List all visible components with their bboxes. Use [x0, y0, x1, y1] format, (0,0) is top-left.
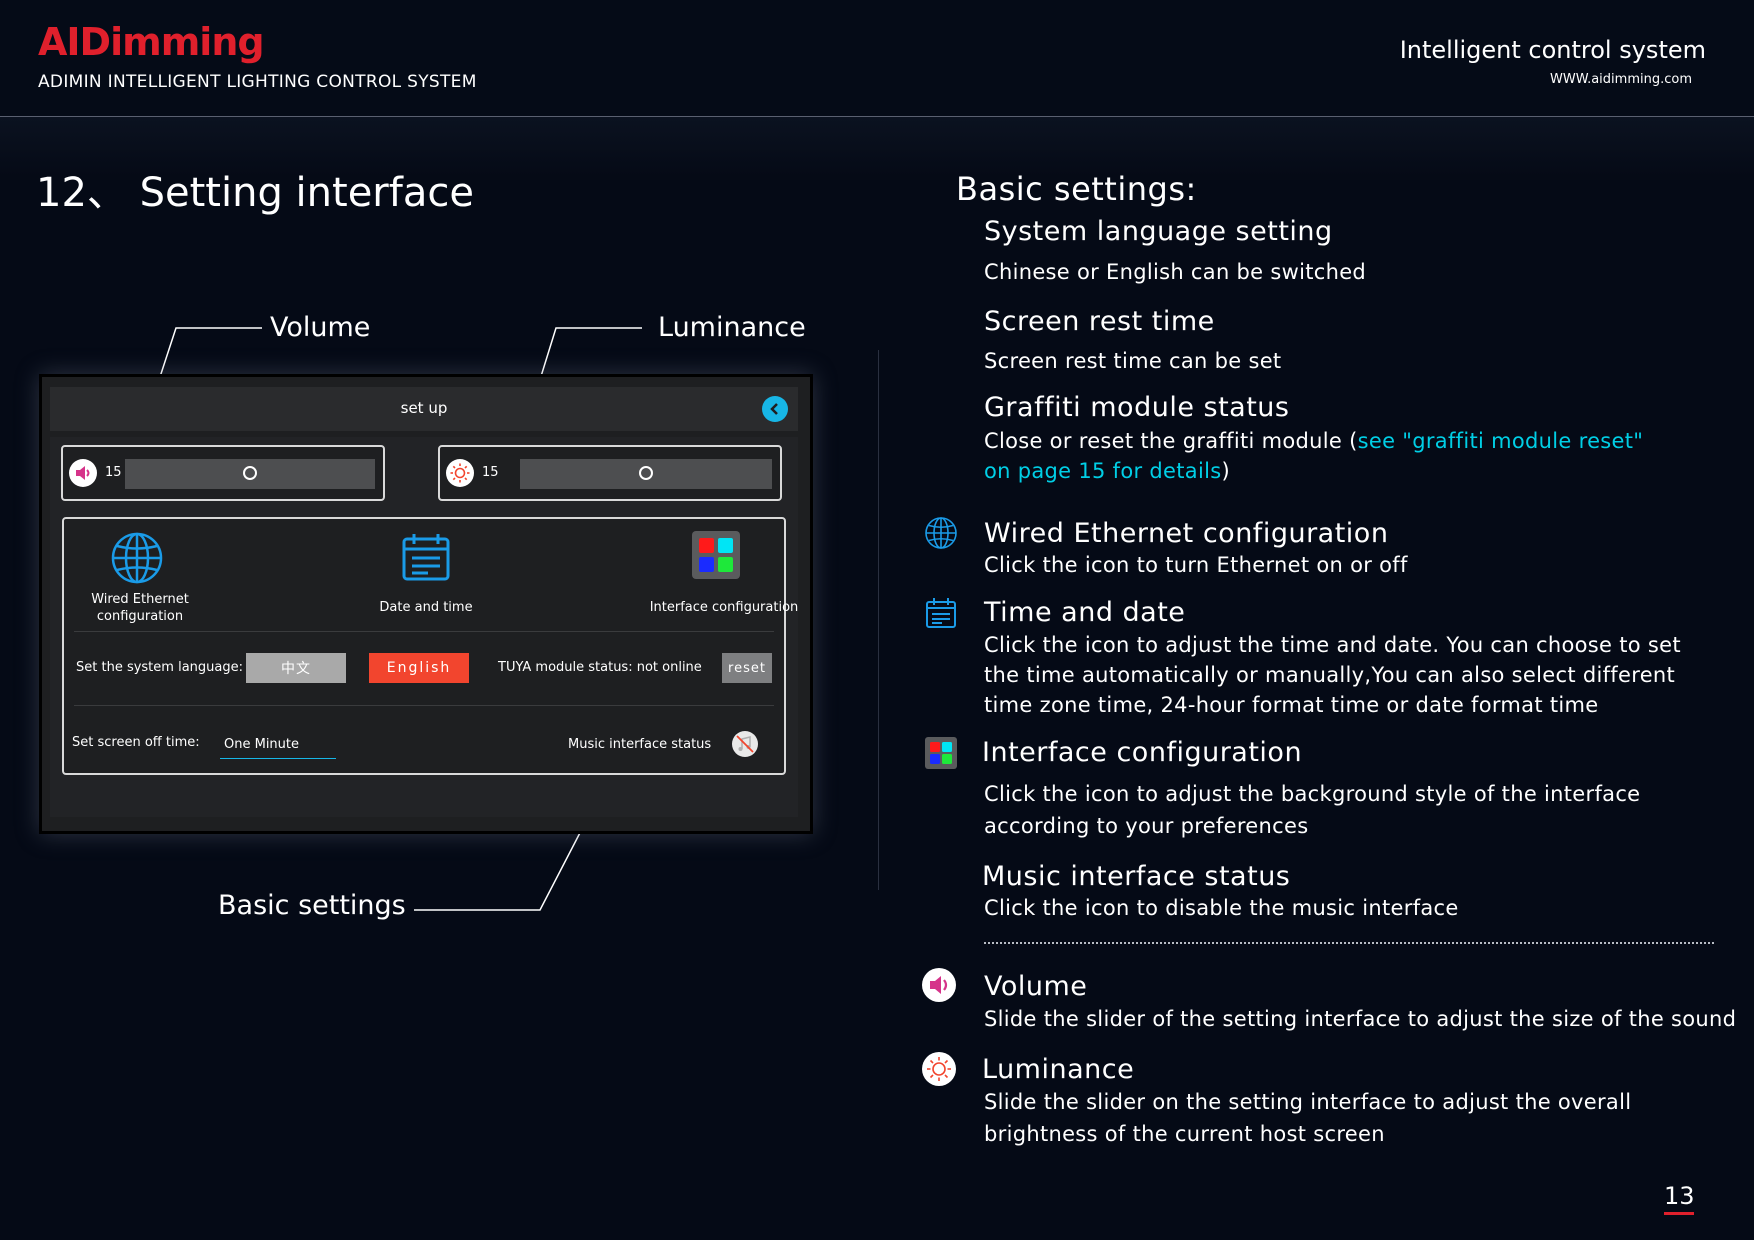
music-status-label: Music interface status — [568, 737, 712, 752]
tuya-status: TUYA module status: not online — [498, 660, 702, 675]
language-setting-desc: Chinese or English can be switched — [984, 260, 1367, 284]
chinese-button[interactable]: 中文 — [246, 653, 346, 683]
reset-button[interactable]: reset — [722, 653, 772, 683]
luminance-desc-line2: brightness of the current host screen — [984, 1122, 1385, 1146]
divider — [74, 705, 774, 706]
sun-icon — [446, 459, 474, 487]
language-label: Set the system language: — [76, 660, 243, 675]
time-date-desc-line3: time zone time, 24-hour format time or d… — [984, 693, 1599, 717]
time-date-desc-line1: Click the icon to adjust the time and da… — [984, 633, 1681, 657]
graffiti-reset-link-2[interactable]: on page 15 for details — [984, 459, 1222, 483]
color-grid-icon — [699, 538, 733, 572]
graffiti-desc: Close or reset the graffiti module (see … — [984, 426, 1684, 486]
interface-config-desc: Click the icon to adjust the background … — [984, 778, 1640, 842]
graffiti-title: Graffiti module status — [984, 392, 1290, 423]
luminance-title: Luminance — [982, 1054, 1135, 1085]
globe-icon — [925, 517, 957, 549]
luminance-desc-line1: Slide the slider on the setting interfac… — [984, 1090, 1632, 1114]
time-date-desc-line2: the time automatically or manually,You c… — [984, 663, 1676, 687]
header-right-title: Intelligent control system — [1399, 36, 1706, 64]
ethernet-config-title: Wired Ethernet configuration — [984, 518, 1389, 549]
interface-tile[interactable] — [692, 531, 740, 579]
basic-settings-panel: Wired Ethernet configuration Date and ti… — [62, 517, 798, 775]
time-date-desc: Click the icon to adjust the time and da… — [984, 630, 1681, 720]
device-title-bar: set up — [50, 387, 798, 431]
brand-subtitle: ADIMIN INTELLIGENT LIGHTING CONTROL SYST… — [38, 72, 477, 92]
luminance-slider[interactable]: 15 — [438, 445, 782, 501]
header-glow — [0, 117, 1754, 177]
callout-basic-settings: Basic settings — [218, 890, 406, 921]
back-arrow-icon — [770, 403, 778, 415]
screen-off-select[interactable]: One Minute — [220, 737, 336, 759]
graffiti-desc-close: ) — [1221, 459, 1230, 483]
interface-config-desc-line1: Click the icon to adjust the background … — [984, 782, 1641, 806]
basic-settings-title: Basic settings: — [956, 170, 1197, 208]
column-divider — [878, 350, 879, 890]
time-date-title: Time and date — [984, 597, 1186, 628]
screen-off-label: Set screen off time: — [72, 735, 200, 750]
date-time-label: Date and time — [379, 600, 473, 615]
graffiti-reset-link[interactable]: see "graffiti module reset" — [1357, 429, 1644, 453]
callout-luminance: Luminance — [658, 312, 806, 343]
graffiti-desc-text: Close or reset the graffiti module ( — [984, 429, 1358, 453]
music-disabled-icon[interactable] — [732, 731, 758, 757]
ethernet-tile-label: Wired Ethernet configuration — [70, 591, 210, 625]
sun-icon — [922, 1052, 956, 1086]
english-button[interactable]: English — [369, 653, 469, 683]
device-screen: set up 15 15 Wired Ethernet con — [39, 374, 813, 834]
speaker-icon — [922, 968, 956, 1002]
volume-value: 15 — [105, 465, 122, 480]
luminance-desc: Slide the slider on the setting interfac… — [984, 1086, 1631, 1150]
screen-rest-desc: Screen rest time can be set — [984, 349, 1282, 373]
device-title: set up — [400, 399, 448, 417]
ethernet-tile[interactable] — [110, 531, 164, 589]
music-interface-title: Music interface status — [982, 861, 1291, 892]
page-number-underline — [1664, 1212, 1694, 1215]
calendar-icon — [402, 534, 450, 581]
music-interface-desc: Click the icon to disable the music inte… — [984, 896, 1459, 920]
screen-rest-title: Screen rest time — [984, 306, 1215, 337]
page-header: AIDimming ADIMIN INTELLIGENT LIGHTING CO… — [0, 0, 1754, 117]
interface-config-desc-line2: according to your preferences — [984, 814, 1309, 838]
ethernet-label-line2: configuration — [96, 609, 184, 624]
language-setting-title: System language setting — [984, 216, 1333, 247]
globe-icon — [111, 532, 163, 584]
speaker-icon — [69, 459, 97, 487]
divider — [74, 631, 774, 632]
date-time-tile[interactable] — [400, 531, 452, 587]
luminance-value: 15 — [482, 465, 499, 480]
ethernet-label-line1: Wired Ethernet — [91, 592, 189, 607]
luminance-knob[interactable] — [639, 466, 653, 480]
page-title: 12、 Setting interface — [36, 170, 474, 216]
header-url: WWW.aidimming.com — [1550, 72, 1692, 87]
dotted-separator — [984, 942, 1714, 944]
ethernet-config-desc: Click the icon to turn Ethernet on or of… — [984, 553, 1408, 577]
page-number: 13 — [1664, 1182, 1695, 1210]
back-button[interactable] — [762, 396, 788, 422]
interface-config-title: Interface configuration — [982, 737, 1303, 768]
brand-logo: AIDimming — [38, 20, 265, 64]
volume-desc: Slide the slider of the setting interfac… — [984, 1007, 1737, 1031]
volume-slider[interactable]: 15 — [61, 445, 385, 501]
color-grid-icon — [925, 737, 957, 769]
volume-knob[interactable] — [243, 466, 257, 480]
calendar-icon — [926, 598, 956, 628]
interface-label: Interface configuration — [649, 600, 799, 615]
volume-title: Volume — [984, 971, 1088, 1002]
callout-volume: Volume — [270, 312, 371, 343]
